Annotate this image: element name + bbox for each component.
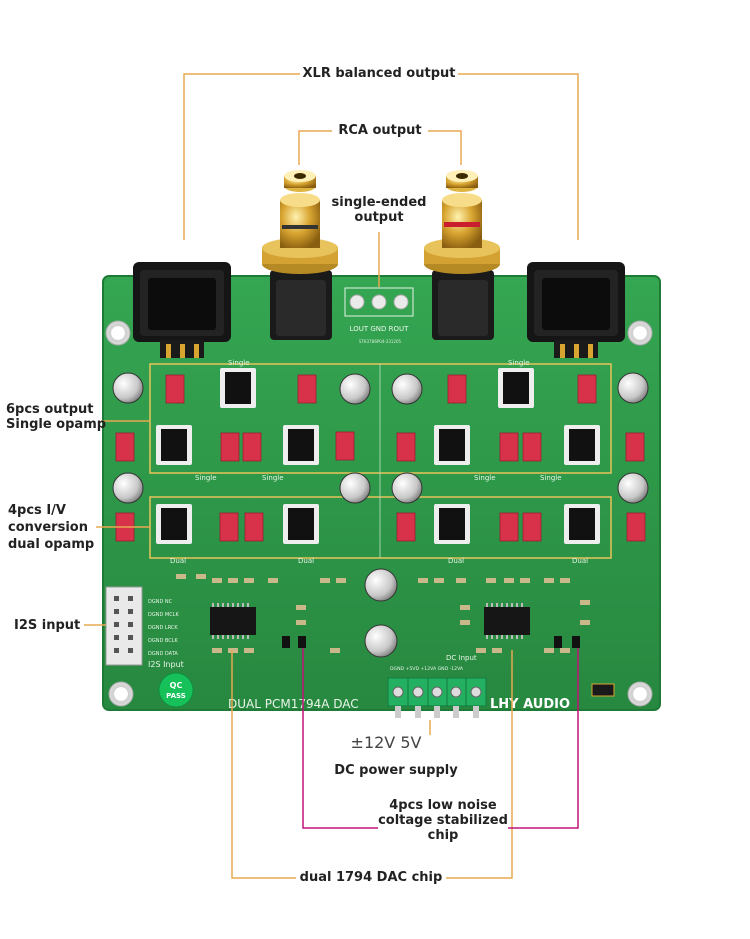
svg-text:Single: Single — [508, 359, 530, 367]
label-single-ended-output: single-ended output — [331, 195, 427, 225]
xlr-connector-left — [133, 262, 231, 358]
dac-chip-left — [210, 603, 256, 639]
label-dac-chip: dual 1794 DAC chip — [296, 870, 446, 885]
qc-pass-sticker: QC PASS — [158, 672, 194, 708]
film-capacitors — [115, 374, 646, 542]
label-rca-output: RCA output — [332, 123, 428, 138]
smd-components — [176, 574, 590, 653]
board-brand: LHY AUDIO — [490, 697, 570, 712]
svg-text:DGND BCLK: DGND BCLK — [148, 638, 179, 644]
svg-text:DGND NC: DGND NC — [148, 599, 173, 605]
rca-pin-silk: LOUT GND ROUT — [350, 325, 410, 333]
i2s-silk: I2S Input — [148, 660, 184, 669]
svg-text:Single: Single — [474, 474, 496, 482]
i2s-header: DGND NC DGND MCLK DGND LRCK DGND BCLK DG… — [105, 586, 184, 669]
single-ended-pads: LOUT GND ROUT STK37B6P04-231205 — [344, 287, 414, 344]
rca-connector-left — [262, 170, 338, 340]
label-xlr-output: XLR balanced output — [300, 66, 458, 81]
svg-text:DGND LRCK: DGND LRCK — [148, 625, 178, 631]
mounting-holes — [105, 320, 653, 707]
opamp-ics — [156, 368, 600, 544]
label-i2s-input: I2S input — [14, 618, 81, 633]
callout-lines — [84, 73, 579, 879]
svg-text:PASS: PASS — [166, 692, 186, 700]
svg-text:Single: Single — [540, 474, 562, 482]
svg-text:Dual: Dual — [298, 557, 314, 565]
svg-text:Single: Single — [195, 474, 217, 482]
dac-chip-right — [484, 603, 530, 639]
opamp-zone-single — [149, 363, 612, 474]
svg-text:DGND MCLK: DGND MCLK — [148, 612, 179, 618]
dc-input-terminal: DC Input DGND +5VD +12VA GND -12VA — [387, 654, 487, 718]
svg-text:DC Input: DC Input — [446, 654, 477, 662]
svg-text:Dual: Dual — [572, 557, 588, 565]
svg-text:Dual: Dual — [170, 557, 186, 565]
serial-silk: STK37B6P04-231205 — [359, 339, 402, 344]
svg-text:DGND DATA: DGND DATA — [148, 651, 178, 657]
regulator-callout-lines — [302, 648, 579, 829]
svg-text:Dual: Dual — [448, 557, 464, 565]
small-fuse — [591, 683, 615, 697]
label-voltage: ±12V 5V — [350, 733, 422, 752]
label-6pcs-output-opamp: 6pcs output Single opamp — [6, 402, 107, 432]
label-dc-power-supply: DC power supply — [334, 763, 458, 778]
board-title: DUAL PCM1794A DAC — [228, 697, 359, 711]
svg-text:Single: Single — [228, 359, 250, 367]
rca-connector-right — [424, 170, 500, 340]
xlr-connector-right — [527, 262, 625, 358]
svg-text:Single: Single — [262, 474, 284, 482]
regulator-chips — [282, 636, 580, 648]
silk-tags: Single Single Single Single Single Singl… — [170, 359, 588, 565]
svg-text:QC: QC — [170, 681, 183, 690]
label-regulator-chip: 4pcs low noise coltage stabilized chip — [378, 798, 508, 843]
svg-text:DGND +5VD +12VA GND -12VA: DGND +5VD +12VA GND -12VA — [390, 666, 464, 672]
label-iv-conversion: 4pcs I/V conversion dual opamp — [8, 503, 95, 552]
electrolytic-capacitors — [112, 372, 649, 658]
